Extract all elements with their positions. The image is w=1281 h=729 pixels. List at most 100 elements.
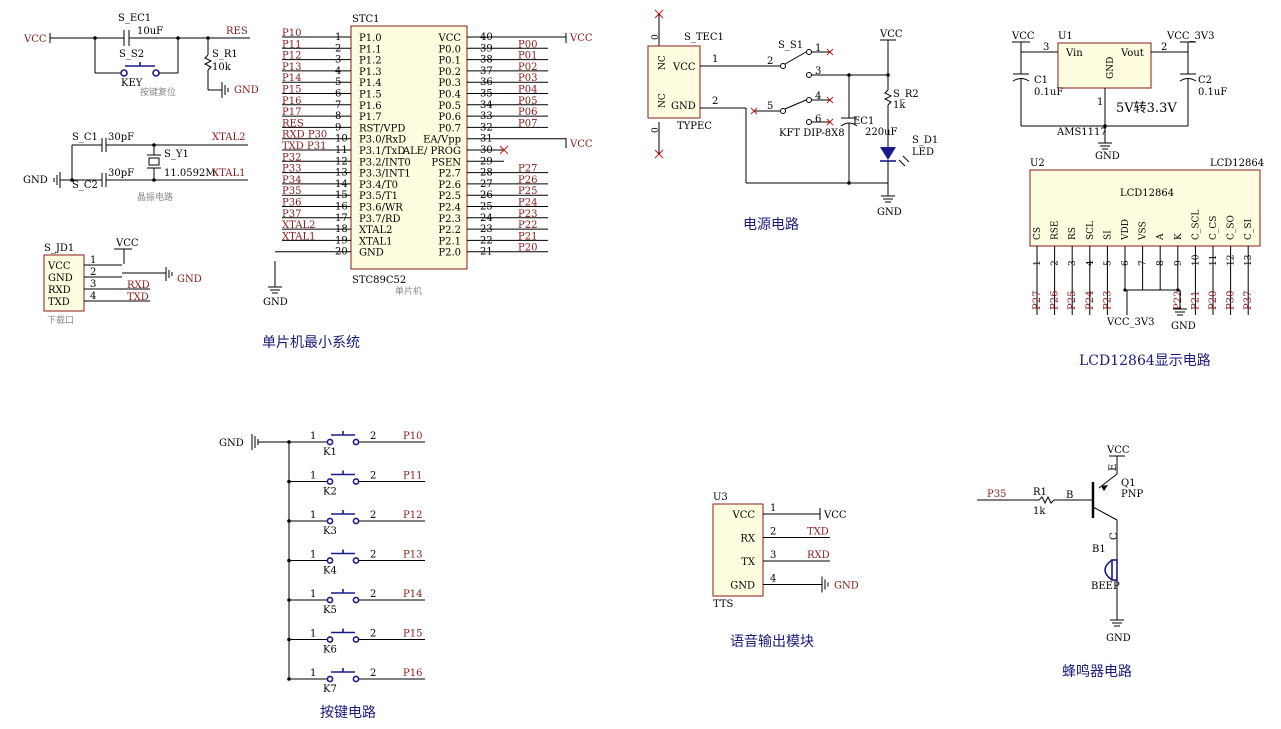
power-switch-ref: S_S1 <box>778 40 803 51</box>
lcd-pin-net: P21 <box>1190 291 1201 310</box>
mcu-right-pin-name: P0.1 <box>438 56 461 67</box>
lcd-pin-num: 2 <box>1051 260 1061 266</box>
mcu-right-pin-name: P2.5 <box>438 191 461 202</box>
key-net: P15 <box>403 629 422 640</box>
download-pin-num: 2 <box>90 267 96 278</box>
lcd-pin-net: P23 <box>1102 291 1113 310</box>
reset-gnd-label: GND <box>234 85 259 96</box>
lcd-pin-num: 11 <box>1209 255 1219 266</box>
lcd-pin-num: 5 <box>1103 260 1113 266</box>
power-zero-bottom: 0 <box>651 127 661 133</box>
reset-net-label: RES <box>226 26 248 37</box>
key-pin1: 1 <box>310 629 316 640</box>
download-pin-num: 4 <box>90 291 96 302</box>
lcd-pin-num: 1 <box>1033 260 1043 266</box>
mcu-left-net: P11 <box>282 39 301 50</box>
key-pin1: 1 <box>310 668 316 679</box>
mcu-right-net: P20 <box>518 243 537 254</box>
mcu-left-net: XTAL2 <box>282 220 315 231</box>
key-pin2: 2 <box>370 668 376 679</box>
mcu-left-pin-num: 11 <box>335 145 348 156</box>
buzzer-part: BEEP <box>1091 581 1120 592</box>
key-net: P12 <box>403 510 422 521</box>
power-tec-pin2: 2 <box>712 96 718 107</box>
title-keys: 按键电路 <box>320 705 376 721</box>
mcu-right-pin-name: P0.6 <box>438 112 461 123</box>
mcu-left-net: XTAL1 <box>282 231 315 242</box>
power-tec-vcc: VCC <box>672 62 696 73</box>
mcu-right-pin-name: P0.4 <box>438 90 461 101</box>
lcd-pin-num: 4 <box>1086 260 1096 266</box>
mcu-left-pin-num: 8 <box>335 111 341 122</box>
reg-c2-value: 0.1uF <box>1198 87 1227 98</box>
reg-c2-ref: C2 <box>1198 75 1212 86</box>
power-tec-pin1: 1 <box>712 54 718 65</box>
download-pin-num: 1 <box>90 255 96 266</box>
lcd-pin-name: VSS <box>1139 221 1149 241</box>
mcu-right-net: P00 <box>518 39 537 50</box>
reg-pin1: 1 <box>1097 97 1103 108</box>
mcu-left-net: P37 <box>282 209 301 220</box>
lcd-ref: U2 <box>1030 158 1045 169</box>
lcd-pin-name: RSE <box>1051 220 1061 240</box>
mcu-left-pin-num: 17 <box>335 213 348 224</box>
mcu-right-net: P03 <box>518 73 537 84</box>
mcu-left-pin-name: P1.5 <box>359 90 382 101</box>
key-pin1: 1 <box>310 589 316 600</box>
mcu-left-pin-name: P1.2 <box>359 56 382 67</box>
power-r-ref: S_R2 <box>893 89 919 100</box>
lcd-pin-net: P24 <box>1085 291 1096 310</box>
voice-pin-num: 2 <box>770 527 776 538</box>
mcu-left-pin-name: P1.6 <box>359 101 382 112</box>
mcu-right-pin-name: PSEN <box>431 157 461 168</box>
mcu-right-pin-name: ALE/ PROG <box>402 146 461 157</box>
mcu-left-net: P14 <box>282 73 301 84</box>
lcd-pin-net: P30 <box>1226 291 1237 310</box>
voice-pin-num: 4 <box>770 574 776 585</box>
mcu-left-pin-name: P3.5/T1 <box>359 191 398 202</box>
mcu-right-pin-name: P2.1 <box>438 236 461 247</box>
power-zero-top: 0 <box>651 34 661 40</box>
lcd-pin-num: 7 <box>1139 260 1149 266</box>
mcu-left-net: RXD P30 <box>282 130 327 141</box>
mcu-left-pin-name: P3.2/INT0 <box>359 157 411 168</box>
lcd-gnd-label: GND <box>1171 321 1196 332</box>
power-ec-value: 220uF <box>865 127 898 138</box>
lcd-pin-num: 13 <box>1244 254 1254 266</box>
key-net: P13 <box>403 550 422 561</box>
reg-pin3: 3 <box>1043 42 1049 53</box>
lcd-pin-name: C_CS <box>1209 216 1219 240</box>
mcu-right-pin-name: P2.3 <box>438 214 461 225</box>
reg-gnd-pin: GND <box>1106 57 1116 79</box>
reset-switch-value: KEY <box>121 78 143 89</box>
mcu-left-pin-name: P1.0 <box>359 33 382 44</box>
mcu-left-pin-name: GND <box>359 248 384 259</box>
mcu-right-net: P21 <box>518 231 537 242</box>
lcd-pin-name: C_SCL <box>1191 210 1201 240</box>
lcd-circuit: U2 LCD12864 LCD12864 CS1P27RSE2P26RS3P25… <box>1029 158 1264 332</box>
reset-res-ref: S_R1 <box>212 49 238 60</box>
lcd-pin-name: K <box>1174 233 1184 240</box>
buzzer-r-value: 1k <box>1033 506 1046 517</box>
reset-cap-value: 10uF <box>137 26 163 37</box>
reg-vcc-label: VCC <box>1011 31 1035 42</box>
download-vcc-label: VCC <box>115 238 139 249</box>
power-sw-pin5: 5 <box>767 101 773 112</box>
mcu-right-net: P22 <box>518 220 537 231</box>
lcd-pin-name: SI <box>1103 230 1113 240</box>
mcu-right-pin-name: EA/Vpp <box>423 135 461 146</box>
title-lcd: LCD12864显示电路 <box>1079 353 1211 369</box>
download-pin-net: TXD <box>127 292 149 303</box>
crystal-c2-ref: S_C2 <box>72 180 98 191</box>
mcu-left-pin-num: 3 <box>335 55 341 66</box>
mcu-left-net: P33 <box>282 164 301 175</box>
mcu-left-pin-name: P3.6/WR <box>359 203 403 214</box>
download-pin-name: RXD <box>48 285 71 296</box>
voice-part: TTS <box>713 599 734 610</box>
lcd-pin-net: P25 <box>1067 291 1078 310</box>
voice-pin-net: RXD <box>807 550 830 561</box>
mcu-right-pin-name: P0.7 <box>438 123 461 134</box>
lcd-pin-name: C_SO <box>1227 215 1237 240</box>
